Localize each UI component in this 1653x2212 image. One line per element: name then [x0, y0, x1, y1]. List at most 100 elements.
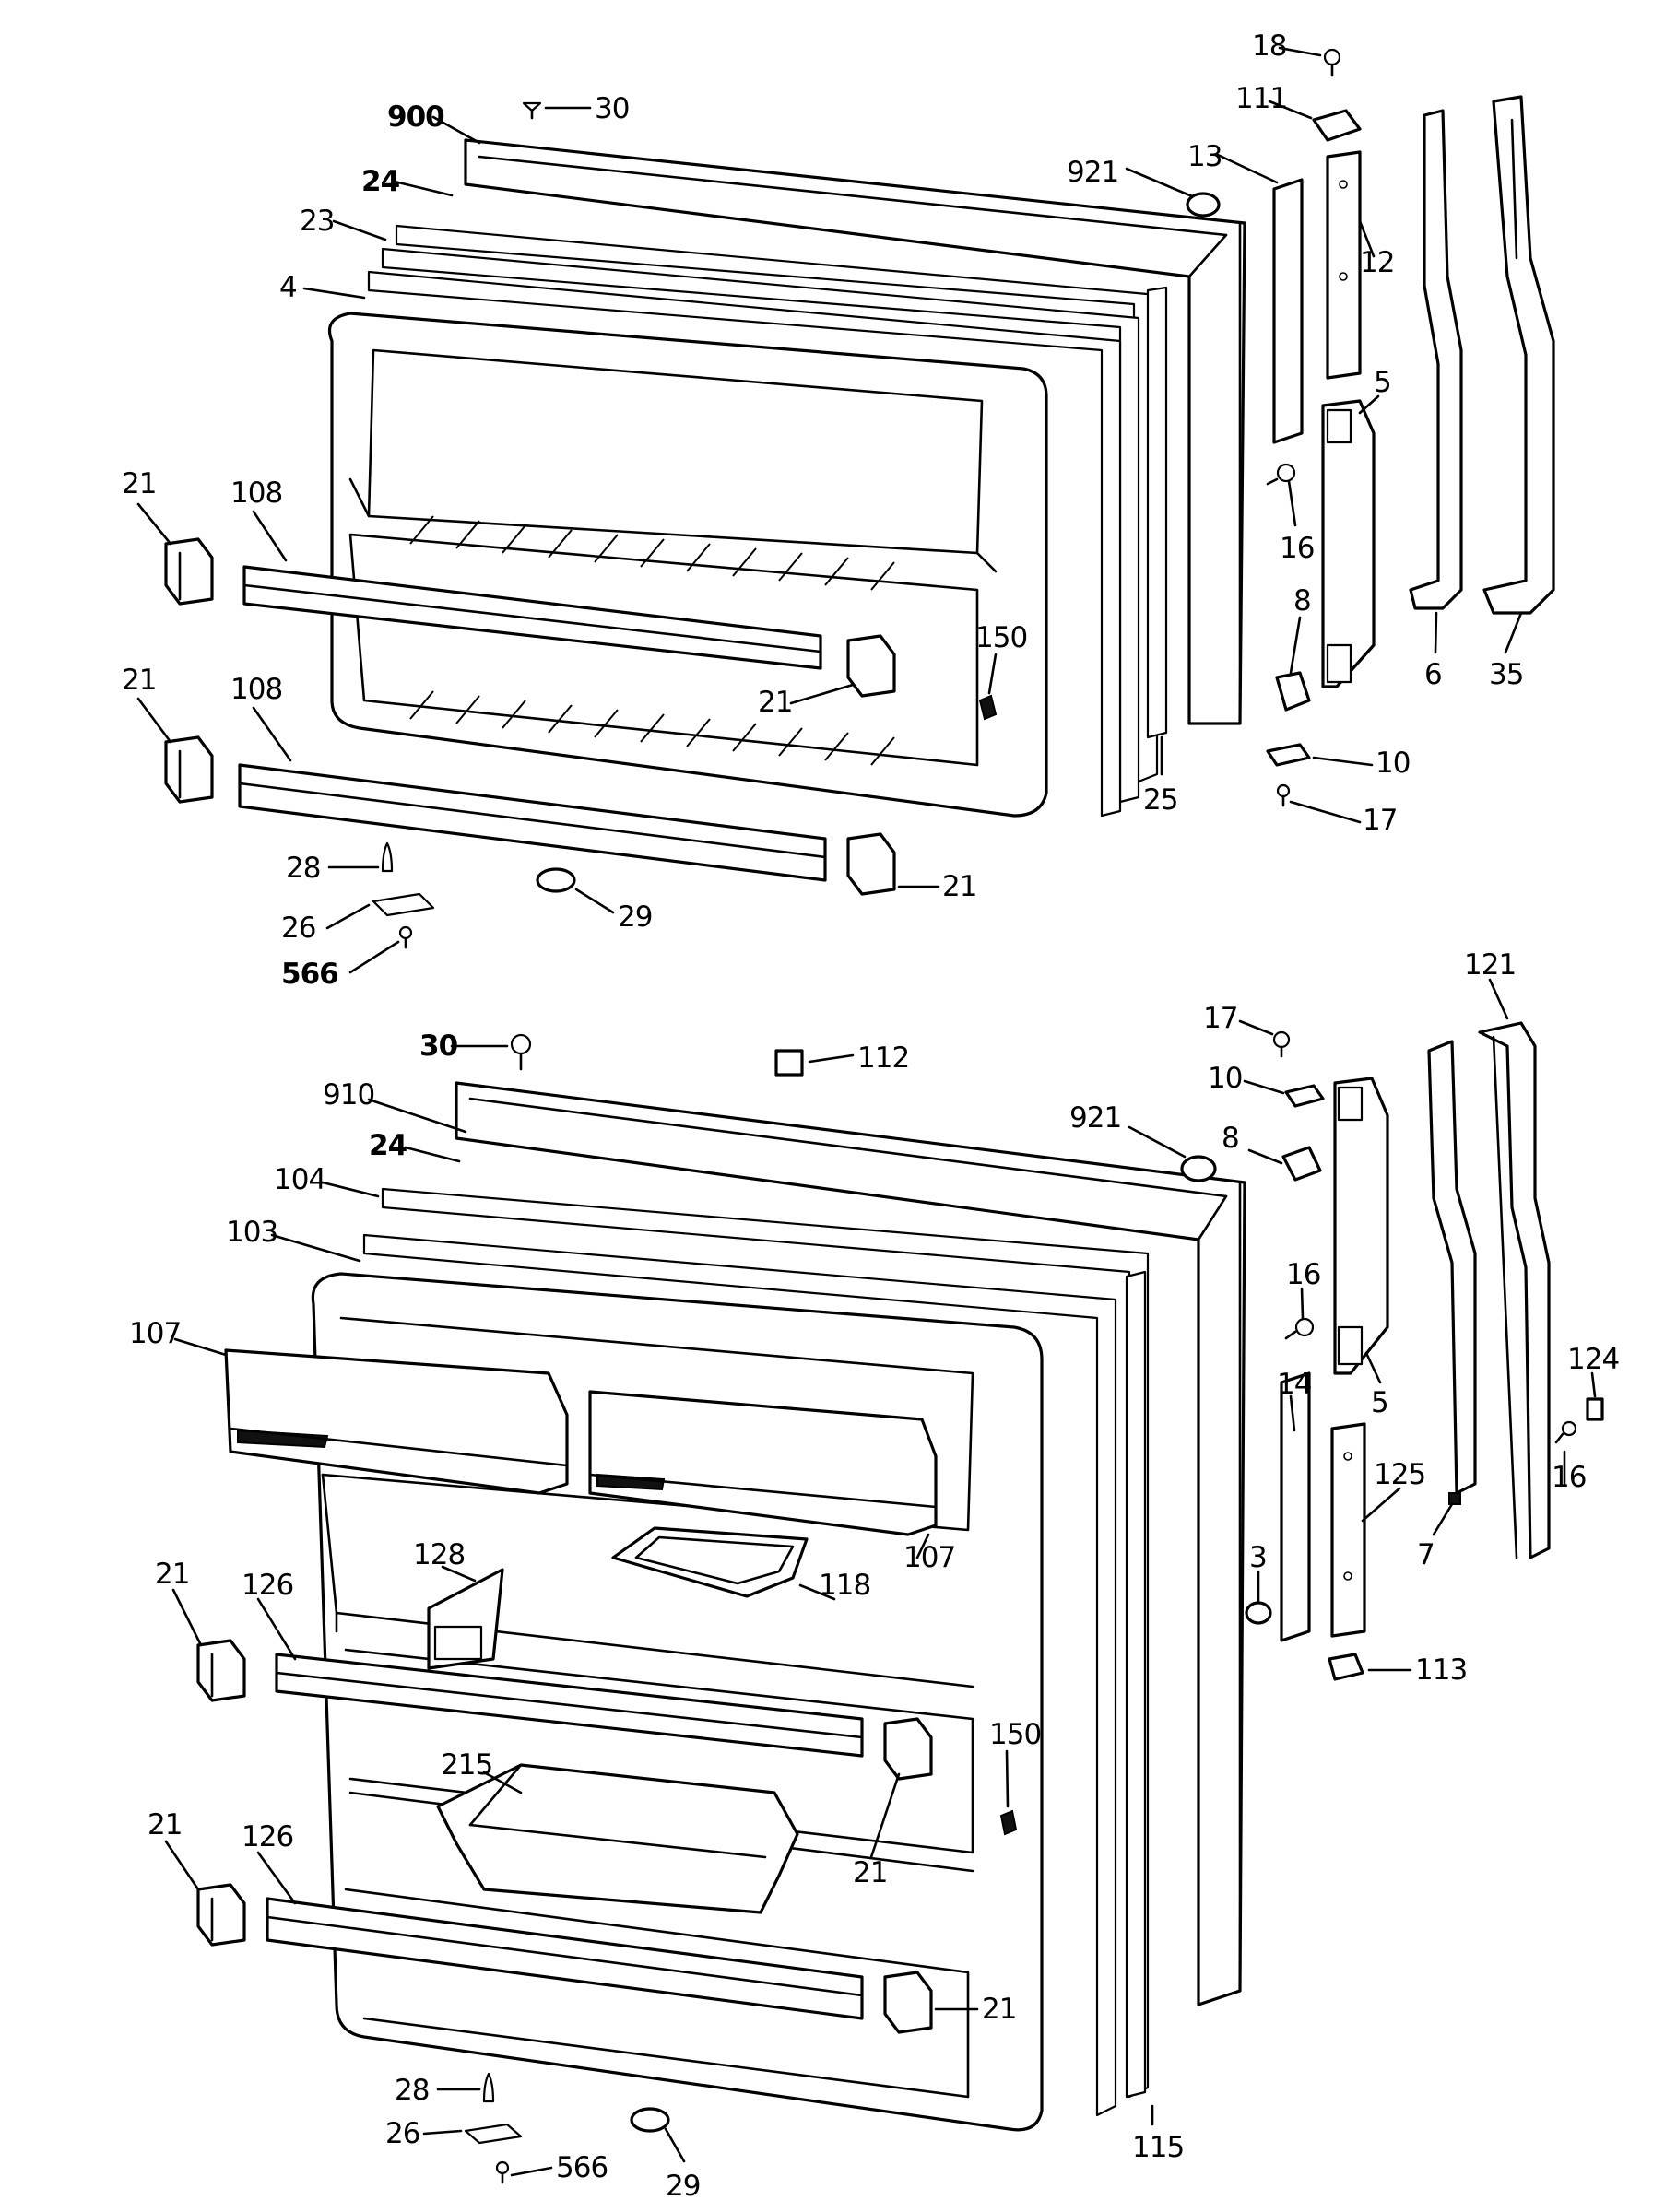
label-103: 103	[226, 1216, 277, 1249]
label-6: 6	[1424, 658, 1442, 691]
shelf-end-cap-21-a	[164, 537, 214, 606]
label-3: 3	[1249, 1541, 1267, 1574]
label-14: 14	[1277, 1368, 1311, 1401]
label-21-h: 21	[982, 1993, 1016, 2026]
screw-30-upper	[522, 101, 542, 120]
shelf-bar-126-upper	[275, 1653, 864, 1758]
label-112: 112	[857, 1041, 909, 1075]
label-21-c: 21	[122, 664, 156, 697]
label-910: 910	[323, 1078, 374, 1112]
gasket-strip-25	[1146, 286, 1168, 739]
screw-16-upper	[1266, 463, 1296, 486]
label-17-upper: 17	[1363, 804, 1397, 837]
label-124: 124	[1567, 1343, 1619, 1376]
bracket-10-lower	[1284, 1084, 1325, 1108]
spring-150-lower	[999, 1809, 1018, 1836]
label-126-lower: 126	[242, 1820, 293, 1853]
plate-26-lower	[464, 2123, 523, 2145]
shelf-end-cap-21-b	[846, 634, 896, 698]
label-900: 900	[387, 100, 444, 134]
plug-29-lower	[630, 2107, 670, 2133]
label-4: 4	[279, 271, 297, 304]
label-26-lower: 26	[385, 2117, 419, 2150]
label-121: 121	[1464, 948, 1516, 982]
clip-124	[1586, 1397, 1604, 1421]
label-150-lower: 150	[989, 1718, 1041, 1751]
plate-26-upper	[372, 892, 435, 917]
freezer-liner-ribs	[409, 515, 895, 766]
hinge-5-upper	[1321, 399, 1376, 688]
screw-17-lower	[1272, 1030, 1291, 1058]
label-21-e: 21	[155, 1558, 189, 1591]
shelf-end-cap-21-f	[883, 1717, 933, 1781]
freezer-door-assembly	[164, 48, 1555, 949]
label-115: 115	[1132, 2131, 1184, 2164]
label-21-d: 21	[942, 870, 976, 903]
hinge-arm-121	[1478, 1021, 1551, 1559]
dairy-bin-107-left	[224, 1348, 569, 1495]
plug-29-upper	[536, 867, 576, 893]
fresh-food-part-labels: 121 17 30 112 10 910 921 8 24 104 103 16…	[129, 948, 1620, 2203]
hinge-bracket-12	[1326, 150, 1362, 380]
bracket-10-upper	[1266, 743, 1311, 767]
outer-door-panel-900	[464, 138, 1246, 725]
hinge-cover-13	[1272, 178, 1304, 444]
screw-566-lower	[495, 2160, 510, 2184]
label-215: 215	[441, 1748, 492, 1782]
label-16-lower-b: 16	[1552, 1461, 1586, 1494]
screw-566-upper	[398, 925, 413, 949]
gasket-strip-115	[1125, 1270, 1147, 2099]
egg-tray-118	[611, 1526, 809, 1598]
hinge-arm-6	[1409, 109, 1463, 610]
label-8-upper: 8	[1293, 584, 1311, 618]
label-24-lower: 24	[369, 1129, 407, 1162]
hinge-arm-35	[1482, 95, 1555, 615]
label-7: 7	[1417, 1538, 1435, 1571]
label-150-upper: 150	[975, 621, 1027, 654]
hinge-arm-7	[1427, 1040, 1477, 1505]
label-21-a: 21	[122, 467, 156, 500]
label-25: 25	[1143, 783, 1177, 817]
label-18: 18	[1252, 29, 1286, 63]
label-29-upper: 29	[618, 900, 652, 934]
hinge-clip-111	[1312, 109, 1362, 142]
label-108-upper: 108	[230, 477, 282, 510]
label-5-upper: 5	[1374, 366, 1391, 399]
hinge-cover-14	[1280, 1371, 1311, 1642]
clip-112	[774, 1049, 804, 1077]
label-104: 104	[274, 1163, 325, 1196]
label-12: 12	[1360, 246, 1394, 279]
label-21-f: 21	[853, 1856, 887, 1889]
label-30-upper: 30	[595, 92, 629, 125]
hinge-5-lower	[1333, 1077, 1389, 1375]
label-28-upper: 28	[286, 852, 320, 885]
label-5-lower: 5	[1371, 1386, 1388, 1419]
label-921-lower: 921	[1069, 1101, 1121, 1135]
shelf-bar-126-lower	[266, 1897, 864, 2020]
shelf-end-cap-21-h	[883, 1971, 933, 2034]
fresh-food-leader-lines	[164, 978, 1597, 2177]
label-107-right: 107	[903, 1541, 955, 1574]
freezer-part-labels: 18 111 30 900 921 13 24 12 23 4 5 21 108…	[122, 29, 1524, 991]
label-125: 125	[1374, 1458, 1425, 1491]
label-126-upper: 126	[242, 1569, 293, 1602]
spring-150-upper	[978, 694, 998, 721]
clip-113	[1328, 1653, 1364, 1681]
label-113: 113	[1415, 1653, 1467, 1687]
shelf-end-cap-21-g	[196, 1883, 246, 1947]
label-111: 111	[1235, 82, 1287, 115]
label-10-lower: 10	[1208, 1062, 1242, 1095]
bumper-28-lower	[482, 2072, 495, 2103]
label-30-lower: 30	[419, 1030, 458, 1063]
bin-215	[436, 1763, 799, 1914]
label-16-upper: 16	[1280, 532, 1314, 565]
label-566-lower: 566	[556, 2151, 608, 2184]
outer-door-panel-910	[455, 1081, 1246, 2006]
label-21-b: 21	[758, 686, 792, 719]
label-35: 35	[1489, 658, 1523, 691]
label-108-lower: 108	[230, 673, 282, 706]
shelf-bar-108-lower	[238, 763, 827, 882]
label-128: 128	[413, 1538, 465, 1571]
shelf-end-cap-21-d	[846, 832, 896, 896]
